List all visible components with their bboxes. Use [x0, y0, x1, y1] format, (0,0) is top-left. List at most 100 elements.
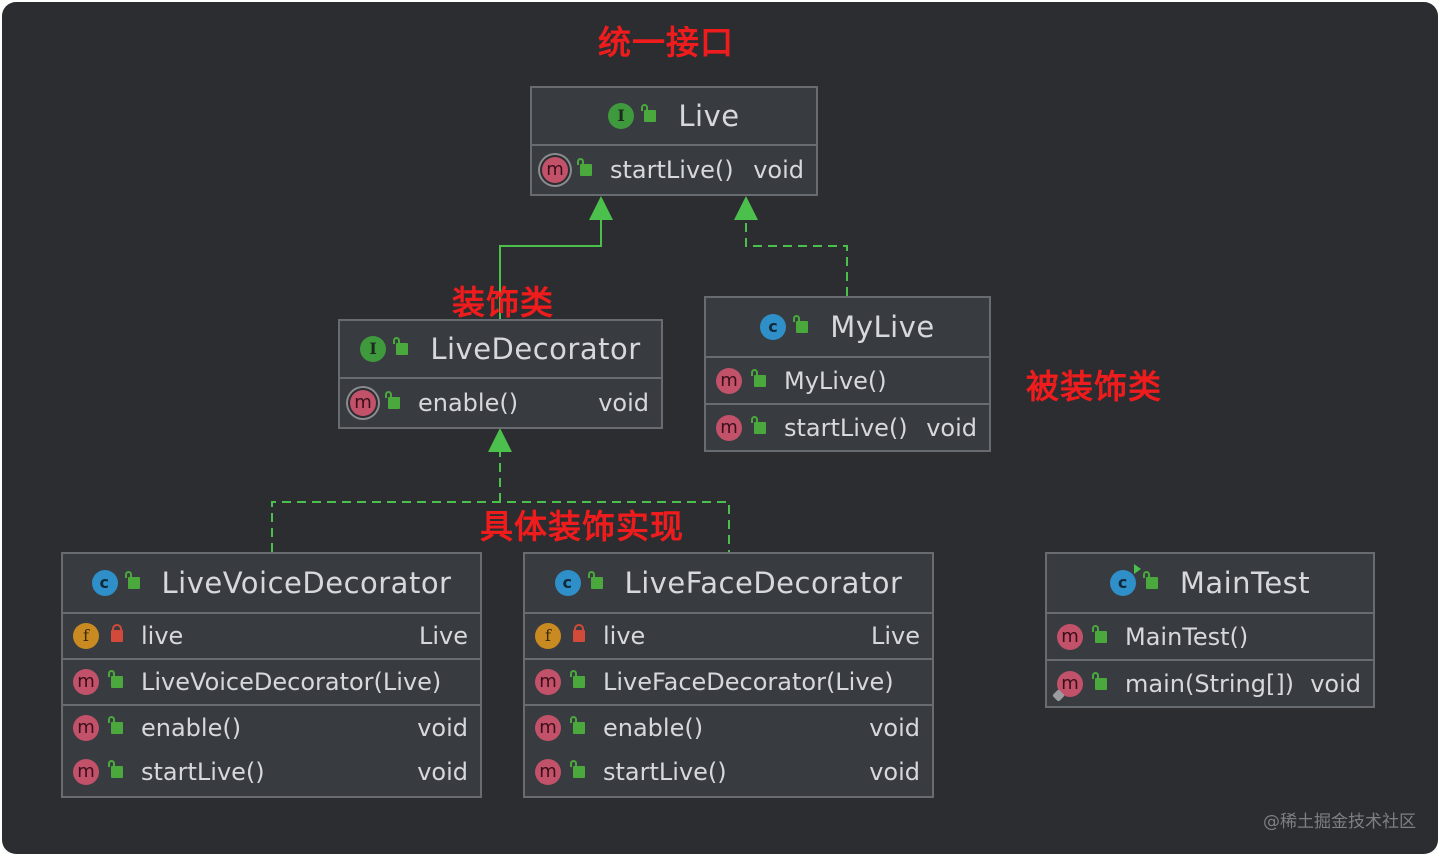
- member-name: enable(): [418, 389, 519, 417]
- public-lock-icon: [577, 158, 592, 176]
- class-icon: c: [760, 314, 787, 340]
- method-icon: m: [716, 414, 742, 441]
- interface-icon: I: [360, 336, 387, 362]
- class-header-livedecorator[interactable]: I LiveDecorator: [340, 321, 661, 379]
- private-lock-icon: [111, 624, 123, 642]
- method-icon: m: [1057, 623, 1083, 650]
- interface-note: 统一接口: [598, 23, 734, 62]
- member-name: enable(): [603, 714, 704, 742]
- member-row[interactable]: m enable() void: [63, 706, 480, 750]
- member-type: void: [417, 714, 468, 742]
- member-type: void: [1310, 669, 1361, 698]
- public-lock-icon: [385, 391, 400, 409]
- method-icon: m: [535, 669, 561, 695]
- member-row[interactable]: m enable() void: [525, 706, 932, 750]
- decorated-note: 被装饰类: [1026, 367, 1162, 406]
- member-name: live: [141, 622, 184, 650]
- class-name: LiveVoiceDecorator: [161, 566, 452, 600]
- member-name: startLive(): [603, 758, 727, 786]
- member-type: Live: [418, 622, 468, 650]
- class-header-live[interactable]: I Live: [532, 88, 816, 146]
- watermark: @稀土掘金技术社区: [1263, 812, 1416, 832]
- public-lock-icon: [124, 571, 140, 589]
- member-name: enable(): [141, 714, 242, 742]
- member-type: void: [753, 156, 804, 184]
- static-method-icon: m: [1052, 670, 1083, 702]
- public-lock-icon: [1092, 624, 1107, 643]
- class-name: LiveFaceDecorator: [624, 566, 903, 600]
- member-row[interactable]: m startLive() void: [706, 405, 989, 450]
- public-lock-icon: [393, 337, 409, 355]
- class-box-live[interactable]: I Live m startLive() void: [530, 86, 818, 196]
- class-box-livefacedecorator[interactable]: c LiveFaceDecorator f live Live m LiveFa…: [523, 552, 934, 798]
- member-name: main(String[]): [1125, 669, 1295, 698]
- class-header-livevoicedecorator[interactable]: c LiveVoiceDecorator: [63, 554, 480, 614]
- public-lock-icon: [793, 315, 809, 333]
- class-header-livefacedecorator[interactable]: c LiveFaceDecorator: [525, 554, 932, 614]
- member-row[interactable]: m MyLive(): [706, 358, 989, 405]
- public-lock-icon: [570, 670, 585, 688]
- member-row[interactable]: m main(String[]) void: [1047, 661, 1373, 706]
- field-icon: f: [535, 623, 561, 649]
- method-icon: m: [73, 715, 99, 741]
- public-lock-icon: [641, 104, 657, 122]
- field-icon: f: [73, 623, 99, 649]
- class-name: MainTest: [1179, 566, 1311, 600]
- class-name: MyLive: [830, 310, 935, 344]
- public-lock-icon: [570, 716, 585, 734]
- class-name: Live: [678, 99, 740, 133]
- class-icon: c: [91, 570, 118, 596]
- class-header-maintest[interactable]: c MainTest: [1047, 554, 1373, 614]
- member-type: void: [926, 413, 977, 442]
- member-name: LiveVoiceDecorator(Live): [141, 668, 442, 696]
- member-type: void: [598, 389, 649, 417]
- field-row[interactable]: f live Live: [63, 614, 480, 660]
- member-type: void: [869, 714, 920, 742]
- class-box-livedecorator[interactable]: I LiveDecorator m enable() void: [338, 319, 663, 429]
- method-icon: m: [535, 759, 561, 785]
- member-row[interactable]: m startLive() void: [525, 750, 932, 794]
- static-badge-icon: [1052, 688, 1065, 702]
- public-lock-icon: [108, 760, 123, 778]
- member-name: startLive(): [141, 758, 265, 786]
- arrowhead-livedecorator: [488, 428, 512, 452]
- member-row[interactable]: m MainTest(): [1047, 614, 1373, 661]
- member-name: startLive(): [610, 156, 734, 184]
- arrowhead-live-left: [589, 196, 613, 220]
- member-row[interactable]: m LiveVoiceDecorator(Live): [63, 660, 480, 706]
- member-name: LiveFaceDecorator(Live): [603, 668, 894, 696]
- member-row[interactable]: m startLive() void: [532, 146, 816, 194]
- public-lock-icon: [1092, 671, 1107, 690]
- field-row[interactable]: f live Live: [525, 614, 932, 660]
- method-icon: m: [535, 715, 561, 741]
- method-icon: m: [73, 669, 99, 695]
- class-box-mylive[interactable]: c MyLive m MyLive() m startLive() void: [704, 296, 991, 452]
- interface-icon: I: [608, 103, 635, 129]
- implements-line-mylive-live: [745, 218, 848, 296]
- decorator-note: 装饰类: [452, 283, 554, 322]
- member-row[interactable]: m startLive() void: [63, 750, 480, 794]
- class-icon: c: [554, 570, 581, 596]
- class-box-maintest[interactable]: c MainTest m MainTest() m main(String[])…: [1045, 552, 1375, 708]
- member-row[interactable]: m LiveFaceDecorator(Live): [525, 660, 932, 706]
- public-lock-icon: [751, 415, 766, 434]
- run-arrow-icon: [1133, 564, 1141, 574]
- method-icon: m: [716, 367, 742, 394]
- member-row[interactable]: m enable() void: [340, 379, 661, 427]
- member-type: void: [417, 758, 468, 786]
- member-name: live: [603, 622, 646, 650]
- class-box-livevoicedecorator[interactable]: c LiveVoiceDecorator f live Live m LiveV…: [61, 552, 482, 798]
- public-lock-icon: [587, 571, 603, 589]
- public-lock-icon: [1142, 571, 1158, 589]
- member-name: MyLive(): [784, 366, 887, 395]
- class-header-mylive[interactable]: c MyLive: [706, 298, 989, 358]
- private-lock-icon: [573, 624, 585, 642]
- public-lock-icon: [108, 670, 123, 688]
- class-name: LiveDecorator: [430, 332, 641, 366]
- concrete-decorator-note: 具体装饰实现: [480, 507, 684, 546]
- method-icon: m: [73, 759, 99, 785]
- public-lock-icon: [108, 716, 123, 734]
- public-lock-icon: [570, 760, 585, 778]
- member-name: MainTest(): [1125, 622, 1249, 651]
